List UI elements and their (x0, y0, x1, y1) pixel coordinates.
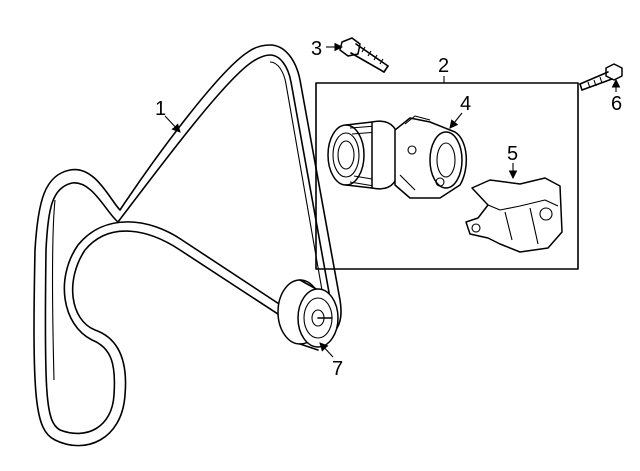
bolt-3[interactable] (339, 37, 389, 73)
callout-label-5: 5 (507, 143, 518, 165)
bolt-6[interactable] (579, 63, 623, 91)
callout-7: 7 (319, 342, 343, 380)
tensioner-assembly-box[interactable] (315, 82, 579, 270)
tensioner-bracket[interactable] (465, 177, 563, 253)
callout-2: 2 (438, 55, 449, 83)
drive-belt[interactable] (33, 44, 342, 447)
callout-label-7: 7 (332, 358, 343, 380)
callout-5: 5 (507, 143, 518, 180)
idler-pulley[interactable] (277, 279, 339, 351)
callout-label-1: 1 (155, 98, 166, 120)
callout-4: 4 (449, 93, 471, 129)
callout-1: 1 (155, 98, 181, 133)
callout-3: 3 (311, 38, 344, 60)
callout-label-6: 6 (611, 93, 622, 115)
tensioner-pulley[interactable] (327, 115, 467, 199)
callout-label-2: 2 (438, 55, 449, 77)
callout-6: 6 (611, 78, 622, 115)
callout-label-4: 4 (460, 93, 471, 115)
callout-label-3: 3 (311, 38, 322, 60)
